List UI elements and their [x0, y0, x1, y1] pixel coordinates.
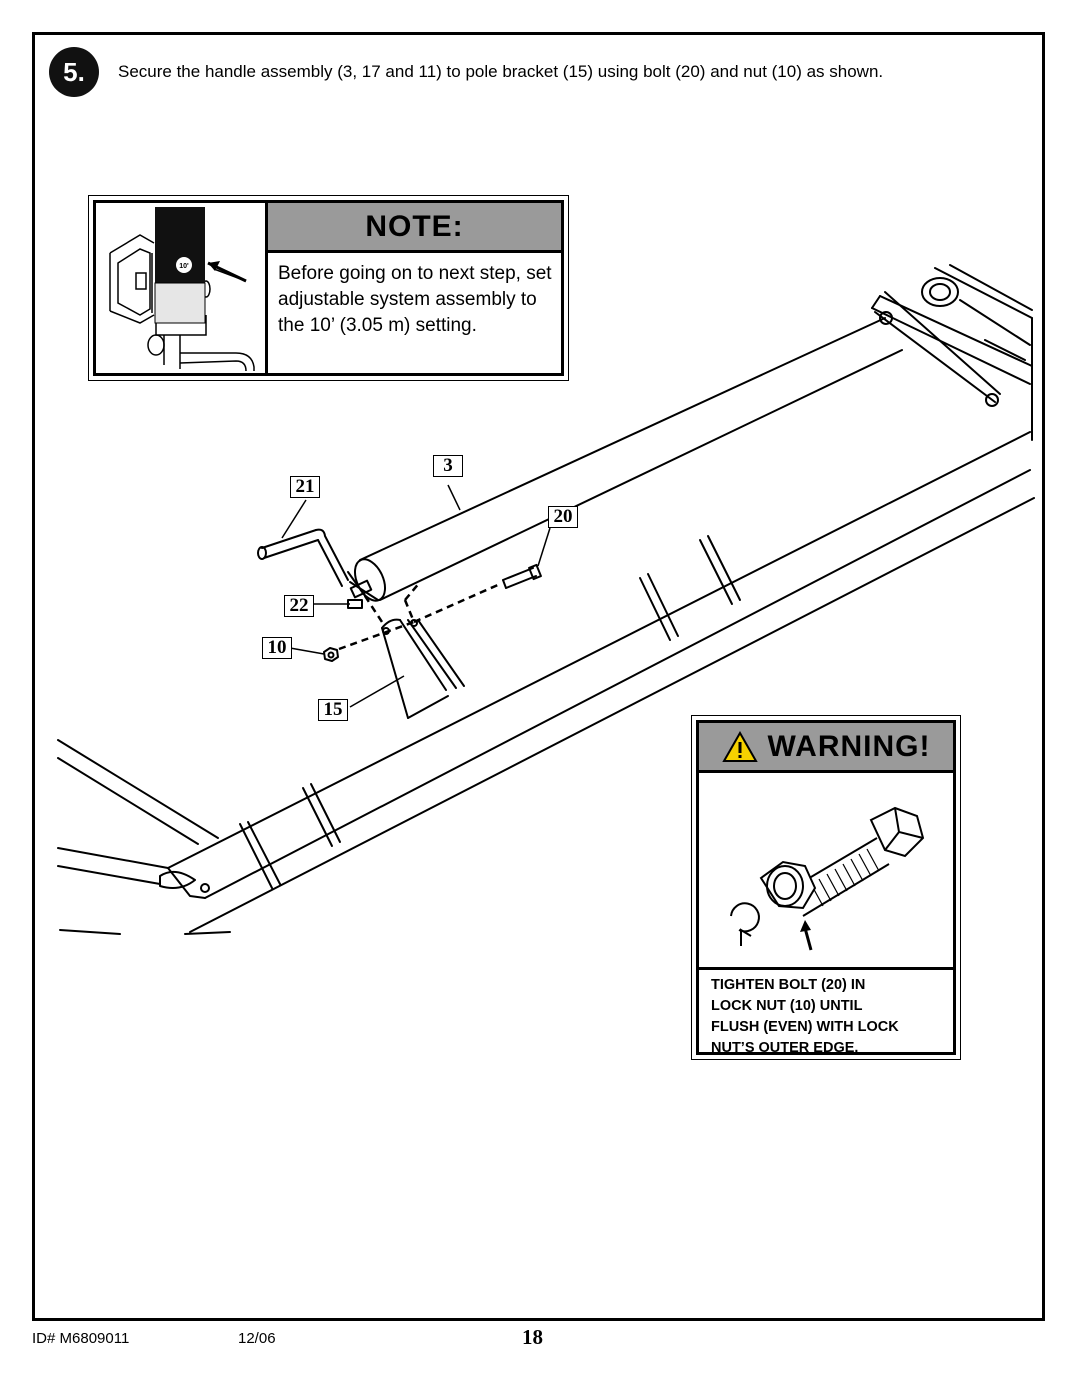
callout-3: 3: [433, 455, 463, 477]
note-title: NOTE:: [268, 203, 561, 253]
note-dial-label: 10': [179, 263, 189, 270]
step-instruction: Secure the handle assembly (3, 17 and 11…: [118, 62, 884, 81]
note-text: Before going on to next step, set adjust…: [278, 263, 552, 336]
warning-text: TIGHTEN BOLT (20) IN LOCK NUT (10) UNTIL…: [711, 977, 899, 1056]
note-box: 10' NOTE: Before going on to next step, …: [88, 195, 569, 381]
warning-header: WARNING!: [699, 723, 953, 773]
callout-22: 22: [284, 595, 314, 617]
pole-beam-top: [167, 431, 1031, 869]
pole-beam-bottom: [189, 497, 1035, 933]
warning-illustration: [699, 780, 953, 970]
callout-10: 10: [262, 637, 292, 659]
page-frame: [32, 32, 1045, 1321]
note-illustration: 10': [96, 203, 268, 373]
document-id: ID# M6809011: [32, 1330, 130, 1347]
pole-beam-inner: [204, 469, 1031, 899]
warning-title: WARNING!: [767, 729, 931, 763]
warning-box: WARNING!: [691, 715, 961, 1060]
warning-triangle-icon: [721, 730, 758, 762]
page-number: 18: [522, 1325, 543, 1349]
callout-20: 20: [548, 506, 578, 528]
callout-21: 21: [290, 476, 320, 498]
step-number-badge: 5.: [49, 47, 99, 97]
document-date: 12/06: [238, 1330, 276, 1347]
callout-15: 15: [318, 699, 348, 721]
